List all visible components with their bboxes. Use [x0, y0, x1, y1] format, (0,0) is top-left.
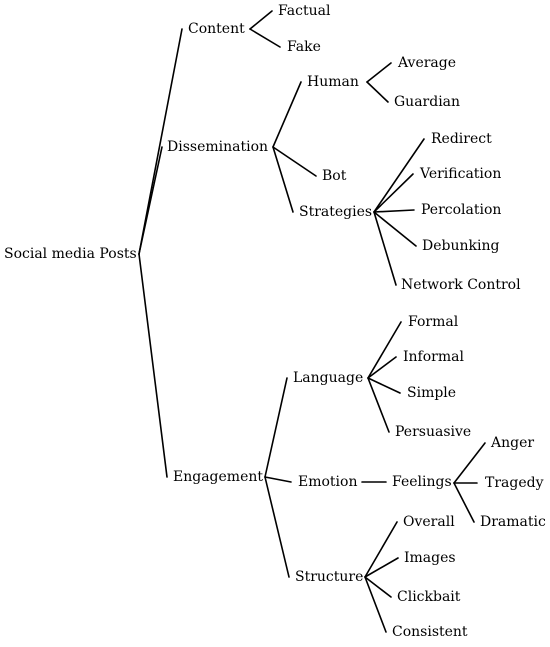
tree-edges — [138, 10, 486, 633]
root-node: Social media Posts — [4, 246, 137, 262]
leaf-dramatic: Dramatic — [480, 514, 546, 530]
edge-language-persuasive — [367, 377, 390, 433]
edge-strategies-verification — [373, 173, 414, 213]
node-feelings: Feelings — [392, 474, 452, 490]
node-human: Human — [307, 74, 359, 90]
leaf-clickbait: Clickbait — [397, 589, 461, 605]
tree-labels: Social media Posts Content Factual Fake … — [4, 3, 546, 640]
edge-engagement-emotion — [264, 476, 292, 483]
leaf-tragedy: Tragedy — [485, 475, 544, 491]
leaf-consistent: Consistent — [392, 624, 468, 640]
edge-engagement-language — [264, 377, 288, 478]
leaf-redirect: Redirect — [431, 131, 492, 147]
node-emotion: Emotion — [298, 474, 357, 490]
leaf-factual: Factual — [278, 3, 331, 19]
edge-feelings-dramatic — [453, 482, 475, 523]
node-structure: Structure — [295, 569, 363, 585]
leaf-simple: Simple — [407, 385, 456, 401]
edge-content-factual — [249, 10, 273, 30]
edge-strategies-network-control — [373, 211, 397, 286]
edge-dissemination-human — [272, 81, 302, 148]
leaf-verification: Verification — [419, 166, 501, 182]
node-strategies: Strategies — [299, 204, 372, 220]
leaf-anger: Anger — [490, 435, 534, 451]
edge-language-formal — [367, 321, 402, 379]
edge-structure-consistent — [364, 576, 387, 633]
node-content: Content — [188, 21, 245, 37]
leaf-persuasive: Persuasive — [395, 424, 471, 440]
edge-content-fake — [249, 28, 281, 48]
leaf-average: Average — [397, 55, 456, 71]
edge-root-content — [138, 28, 183, 255]
edge-root-engagement — [138, 253, 168, 478]
node-bot: Bot — [322, 168, 347, 184]
leaf-network-control: Network Control — [401, 277, 521, 293]
leaf-overall: Overall — [403, 514, 455, 530]
leaf-debunking: Debunking — [422, 238, 499, 254]
edge-structure-overall — [364, 521, 398, 578]
edge-dissemination-strategies — [272, 146, 294, 213]
edge-strategies-redirect — [373, 138, 425, 213]
edge-feelings-anger — [453, 442, 486, 484]
edge-root-dissemination — [138, 146, 163, 255]
edge-human-guardian — [366, 81, 389, 103]
leaf-guardian: Guardian — [394, 94, 460, 110]
leaf-images: Images — [404, 550, 456, 566]
edge-strategies-percolation — [373, 209, 415, 213]
leaf-fake: Fake — [287, 39, 321, 55]
edge-structure-clickbait — [364, 576, 392, 598]
edge-human-average — [366, 62, 392, 83]
node-dissemination: Dissemination — [167, 139, 268, 155]
edge-dissemination-bot — [272, 146, 317, 177]
edge-structure-images — [364, 557, 399, 578]
edge-language-informal — [367, 356, 397, 379]
edge-engagement-structure — [264, 476, 290, 578]
leaf-informal: Informal — [403, 349, 464, 365]
leaf-percolation: Percolation — [421, 202, 501, 218]
node-language: Language — [293, 370, 363, 386]
edge-language-simple — [367, 377, 401, 394]
node-engagement: Engagement — [173, 469, 263, 485]
leaf-formal: Formal — [408, 314, 459, 330]
edge-strategies-debunking — [373, 211, 417, 247]
